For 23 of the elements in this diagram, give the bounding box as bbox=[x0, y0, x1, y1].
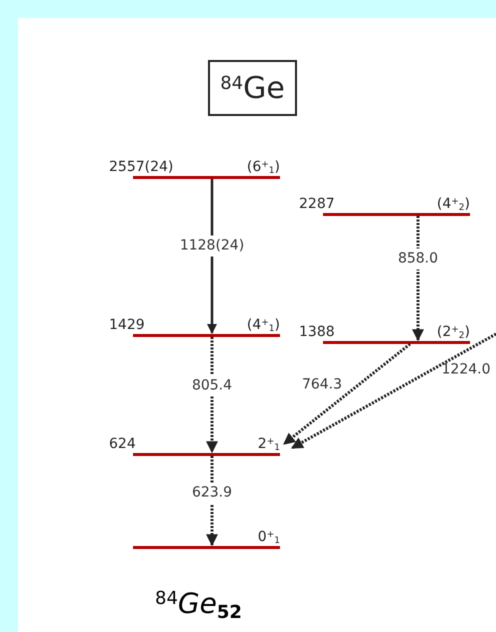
transition-arrow bbox=[283, 342, 411, 446]
level-energy: 2287 bbox=[299, 197, 335, 211]
level-energy: 1429 bbox=[109, 318, 145, 332]
spin-parity: (4$^{+}$$_{1}$) bbox=[246, 318, 280, 332]
level-energy: 2557(24) bbox=[109, 160, 174, 174]
transition-arrow bbox=[290, 332, 496, 450]
transition-energy: 764.3 bbox=[300, 376, 344, 394]
spin-parity: (2$^{+}$$_{2}$) bbox=[436, 325, 470, 339]
transition-arrow bbox=[412, 216, 424, 342]
transition-energy: 1224.0 bbox=[440, 360, 492, 380]
spin-parity: (4$^{+}$$_{2}$) bbox=[436, 197, 470, 211]
nucleus-label: $^{84}$Ge bbox=[220, 70, 285, 108]
nucleus-caption: $^{84}$Ge$_{52}$ bbox=[155, 586, 242, 624]
transition-energy: 623.9 bbox=[190, 482, 234, 504]
transition-energy: 805.4 bbox=[190, 376, 234, 396]
nucleus-box bbox=[208, 60, 297, 116]
level-energy: 624 bbox=[109, 437, 136, 451]
transition-arrow bbox=[206, 337, 218, 454]
transition-energy: 858.0 bbox=[396, 248, 440, 270]
spin-parity: (6$^{+}$$_{1}$) bbox=[246, 160, 280, 174]
transition-energy: 1128(24) bbox=[178, 236, 246, 256]
level-energy: 1388 bbox=[299, 325, 335, 339]
transition-arrow bbox=[207, 179, 217, 334]
